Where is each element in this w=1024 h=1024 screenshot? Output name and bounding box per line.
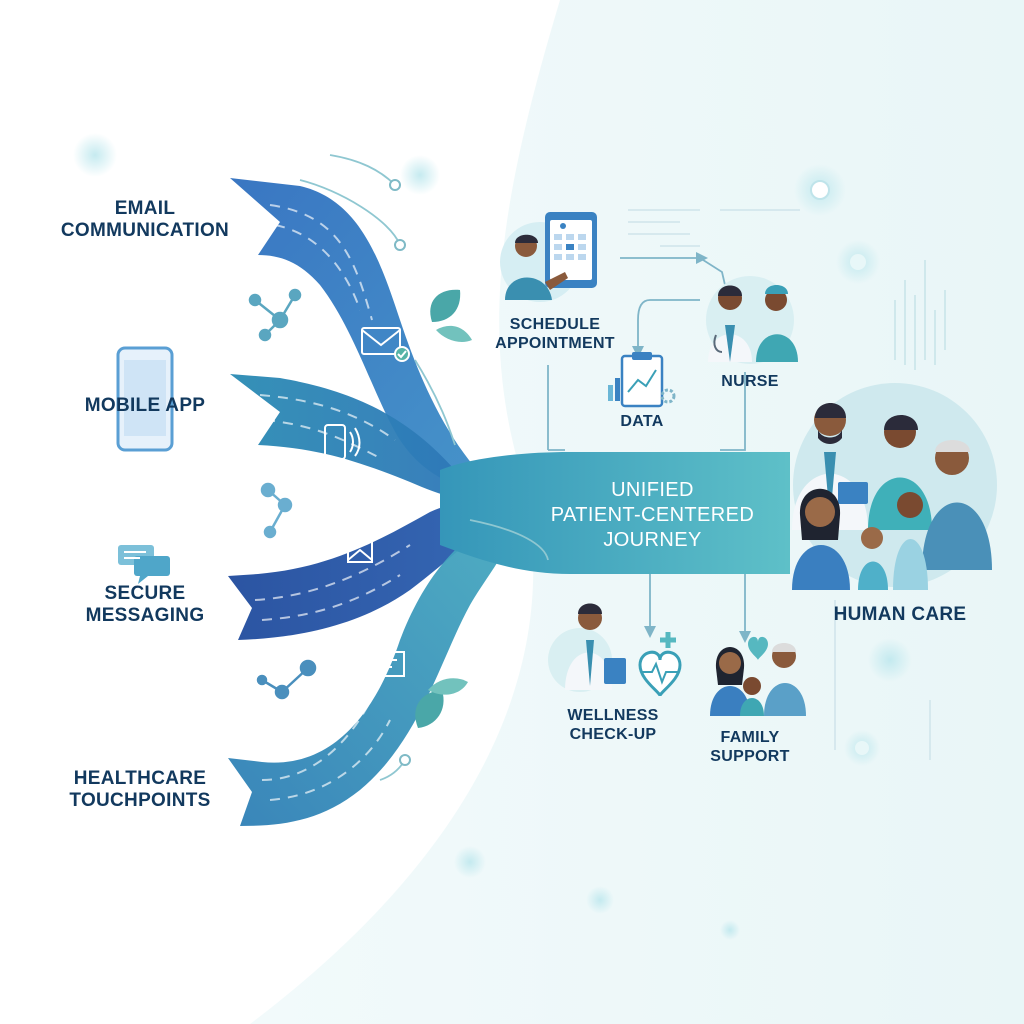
schedule-line1: SCHEDULE [509, 316, 601, 333]
family-line2: SUPPORT [710, 748, 790, 765]
journey-line1: UNIFIED [611, 479, 694, 501]
data-line1: DATA [620, 413, 664, 430]
data-label: DATA [602, 412, 682, 431]
mobile-app-label: MOBILE APP [60, 395, 230, 417]
glow-dots [73, 133, 912, 940]
human-care-line1: HUMAN CARE [833, 604, 967, 625]
email-label-line1: EMAIL [114, 198, 176, 219]
smartphone-icon [116, 346, 174, 452]
care-team-family-icon [792, 383, 997, 590]
chat-bubble-icon [369, 651, 405, 688]
connector-dots [389, 179, 411, 766]
family-line1: FAMILY [720, 729, 780, 746]
clipboard-chart-icon [608, 352, 676, 408]
journey-line2: PATIENT-CENTERED [550, 504, 755, 526]
calendar-tablet-icon [500, 212, 597, 302]
wellness-checkup-label: WELLNESS CHECK-UP [548, 706, 678, 744]
journey-line3: JOURNEY [603, 529, 702, 551]
nurse-doctor-icon [706, 276, 798, 364]
touchpoints-stream [228, 512, 512, 826]
healthcare-touchpoints-label: HEALTHCARE TOUCHPOINTS [45, 768, 235, 812]
family-support-label: FAMILY SUPPORT [690, 728, 810, 766]
messaging-label-line2: MESSAGING [85, 605, 205, 626]
touchpoints-label-line1: HEALTHCARE [73, 768, 207, 789]
nurse-label: NURSE [700, 372, 800, 391]
envelope-icon [361, 327, 410, 362]
stream-motion-lines [254, 204, 411, 801]
messaging-label-line1: SECURE [104, 583, 186, 604]
email-stream [230, 178, 505, 498]
touchpoints-label-line2: TOUCHPOINTS [69, 790, 211, 811]
network-node-icon [260, 482, 293, 539]
chat-bubbles-icon [118, 545, 170, 584]
email-label-line2: COMMUNICATION [60, 220, 230, 241]
leaf-icon [415, 289, 472, 728]
flow-connectors [547, 257, 746, 635]
wellness-line2: CHECK-UP [569, 726, 657, 743]
human-care-label: HUMAN CARE [815, 604, 985, 626]
secure-messaging-label: SECURE MESSAGING [50, 583, 240, 627]
schedule-line2: APPOINTMENT [495, 335, 615, 352]
open-envelope-icon [347, 528, 373, 563]
messaging-stream [228, 503, 508, 640]
family-heart-icon [710, 636, 806, 716]
wellness-line1: WELLNESS [567, 707, 659, 724]
unified-journey-label: UNIFIED PATIENT-CENTERED JOURNEY [520, 478, 785, 553]
smartphone-icon [324, 424, 361, 460]
mobile-label-line1: MOBILE APP [84, 395, 206, 416]
mobile-stream [230, 374, 505, 505]
flow-arrowheads [632, 252, 751, 643]
email-communication-label: EMAIL COMMUNICATION [40, 198, 250, 242]
heart-pulse-icon [548, 603, 682, 697]
nurse-line1: NURSE [721, 373, 779, 390]
journey-trunk [440, 452, 790, 574]
network-node-icon [256, 659, 317, 700]
connector-lines-decoration [628, 209, 931, 760]
network-node-icon [248, 288, 302, 342]
schedule-appointment-label: SCHEDULE APPOINTMENT [480, 315, 630, 353]
converging-streams [228, 178, 790, 826]
data-bars-decoration [894, 260, 946, 370]
